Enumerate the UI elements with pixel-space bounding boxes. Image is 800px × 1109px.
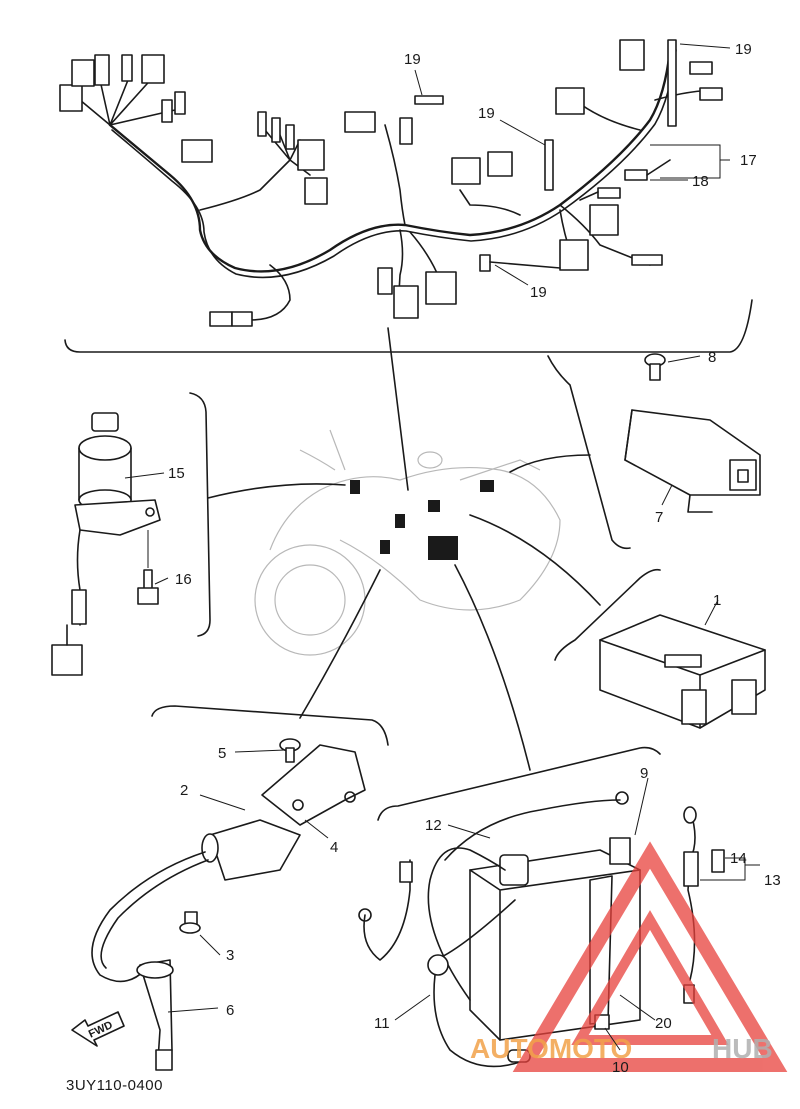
callout-19-top: 19 xyxy=(404,51,421,68)
screw-8 xyxy=(644,353,666,381)
callout-18: 18 xyxy=(692,173,709,190)
callout-2: 2 xyxy=(180,782,188,799)
watermark-text-right: HUB xyxy=(712,1033,773,1064)
callout-20: 20 xyxy=(655,1015,672,1032)
watermark-logo xyxy=(512,841,788,1072)
section-borders xyxy=(64,299,753,821)
callout-9: 9 xyxy=(640,765,648,782)
pointer-lines xyxy=(207,327,601,771)
callout-14: 14 xyxy=(730,850,747,867)
callout-8: 8 xyxy=(708,349,716,366)
callout-11: 11 xyxy=(374,1015,390,1032)
cdi-unit xyxy=(599,614,766,729)
callout-labels: 1 2 3 4 5 6 7 8 9 10 11 12 13 14 15 16 1… xyxy=(168,41,781,1076)
callout-6: 6 xyxy=(226,1002,234,1019)
callout-15: 15 xyxy=(168,465,185,482)
wire-harness xyxy=(59,39,723,327)
callout-13: 13 xyxy=(764,872,781,889)
diagram-code: 3UY110-0400 xyxy=(66,1077,163,1094)
main-switch xyxy=(51,412,161,676)
callout-19-center: 19 xyxy=(478,105,495,122)
rectifier-regulator xyxy=(624,409,761,513)
callout-19-right: 19 xyxy=(735,41,752,58)
bolt-16 xyxy=(137,530,159,605)
callout-10: 10 xyxy=(612,1059,629,1076)
forward-arrow-icon: FWD xyxy=(71,1011,125,1047)
callout-17: 17 xyxy=(740,152,757,169)
callout-5: 5 xyxy=(218,745,226,762)
callout-16: 16 xyxy=(175,571,192,588)
battery-assembly xyxy=(358,791,725,1068)
callout-3: 3 xyxy=(226,947,234,964)
callout-1: 1 xyxy=(713,592,721,609)
callout-19-bottom: 19 xyxy=(530,284,547,301)
ignition-coil xyxy=(91,738,366,1071)
watermark-text-left: AUTOMOTO xyxy=(470,1033,632,1064)
callout-7: 7 xyxy=(655,509,663,526)
leader-lines xyxy=(124,43,760,1051)
motorcycle-outline xyxy=(254,429,561,656)
callout-4: 4 xyxy=(330,839,338,856)
callout-12: 12 xyxy=(425,817,442,834)
